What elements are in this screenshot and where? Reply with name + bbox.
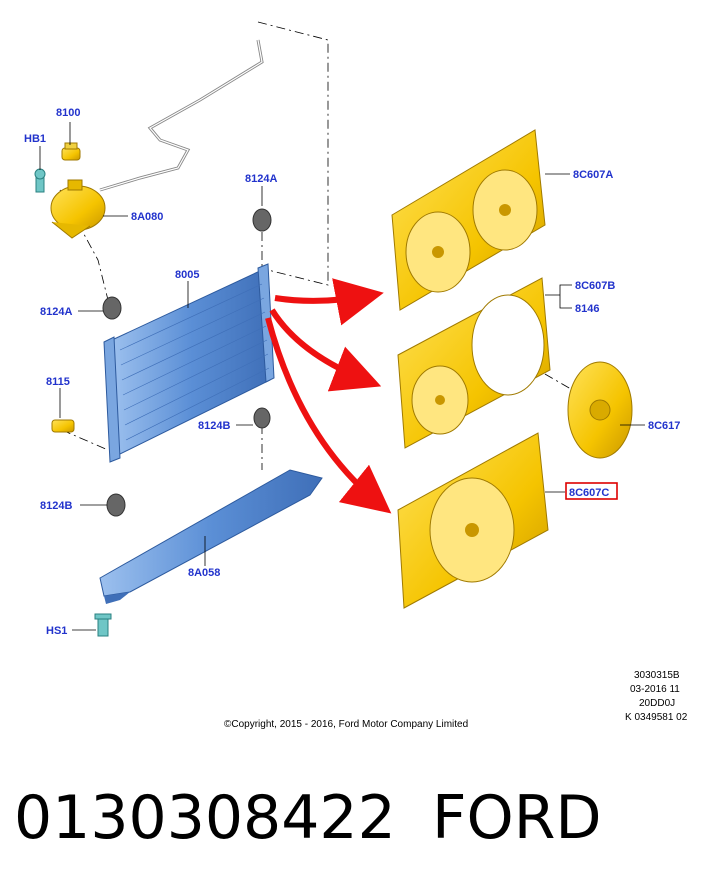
reference-number: K 0349581 02 (625, 712, 688, 723)
callout-8c617: 8C617 (648, 420, 680, 432)
callout-8124a-top: 8124A (245, 173, 277, 185)
callout-8124a-left: 8124A (40, 306, 72, 318)
callout-8124b-mid: 8124B (198, 420, 230, 432)
brand-name: FORD (432, 783, 602, 853)
arrow-to-single-fan-c (265, 317, 392, 514)
rubber-mount (102, 208, 272, 517)
callout-8a080: 8A080 (131, 211, 163, 223)
callout-8c607c: 8C607C (569, 487, 609, 499)
leader-lines (39, 122, 645, 631)
tank-cap (61, 142, 81, 161)
callout-8c607a: 8C607A (573, 169, 613, 181)
reference-line (257, 21, 329, 286)
callout-8124b-left: 8124B (40, 500, 72, 512)
fan-blade (567, 361, 633, 459)
fan-shroud-b (397, 277, 551, 449)
callout-8a058: 8A058 (188, 567, 220, 579)
reference-line (511, 354, 591, 401)
reference-id: 20DD0J (639, 698, 675, 709)
arrow-to-twin-fan (274, 278, 384, 326)
reference-date: 03-2016 11 (630, 684, 680, 695)
hose-clamp-hb1 (34, 168, 46, 193)
coolant-hose (99, 39, 264, 192)
radiator (103, 263, 275, 463)
lower-support-bracket (99, 469, 323, 604)
callout-8c607b: 8C607B (575, 280, 615, 292)
bolt-hs1 (94, 613, 112, 637)
callout-8115: 8115 (46, 376, 70, 388)
fan-shroud-twin (391, 129, 546, 311)
part-number: 0130308422 (14, 783, 396, 853)
reference-code: 3030315B (634, 670, 680, 681)
highlight-box (565, 482, 618, 500)
callout-hs1: HS1 (46, 625, 67, 637)
callout-8100: 8100 (56, 107, 80, 119)
arrow-to-single-fan-b (269, 308, 382, 392)
callout-8005: 8005 (175, 269, 199, 281)
callout-hb1: HB1 (24, 133, 46, 145)
copyright: ©Copyright, 2015 - 2016, Ford Motor Comp… (224, 719, 468, 730)
fan-shroud-c (397, 432, 549, 609)
callout-8146: 8146 (575, 303, 599, 315)
expansion-tank (50, 179, 106, 239)
reference-line (61, 429, 109, 451)
temperature-sensor (51, 419, 75, 433)
